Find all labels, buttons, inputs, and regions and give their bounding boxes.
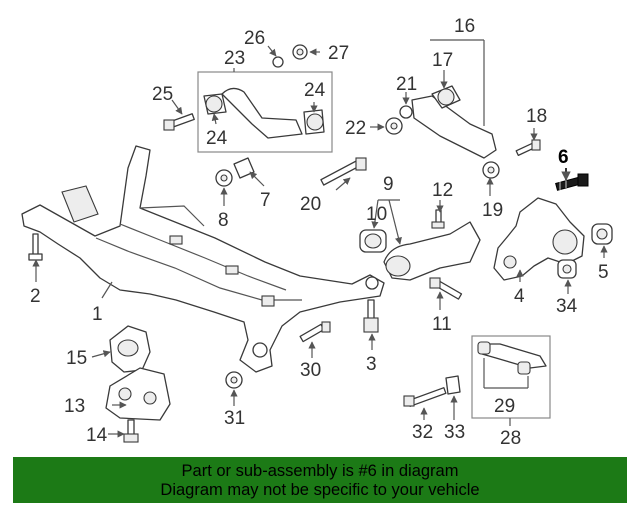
bolt-2	[28, 233, 43, 261]
callout-31: 31	[224, 408, 245, 429]
callout-11: 11	[432, 314, 452, 335]
bushing-10	[359, 229, 387, 253]
knuckle-4	[493, 197, 585, 281]
callout-2: 2	[30, 286, 41, 307]
bolt-25	[163, 113, 195, 131]
callout-9: 9	[383, 174, 394, 195]
callout-22: 22	[345, 118, 366, 139]
bushing-34	[557, 259, 577, 279]
bolt-11	[429, 277, 463, 300]
banner-line-2: Diagram may not be specific to your vehi…	[160, 481, 480, 499]
nut-19	[482, 161, 500, 179]
washer-26	[272, 56, 284, 68]
callout-33: 33	[444, 422, 465, 443]
callout-21: 21	[396, 74, 417, 95]
bracket-7	[233, 157, 255, 179]
nut-8	[215, 169, 233, 187]
bushing-5	[591, 223, 613, 245]
callout-15: 15	[66, 348, 87, 369]
callout-34: 34	[556, 296, 578, 317]
callout-19: 19	[482, 200, 503, 221]
nut-27	[292, 44, 308, 60]
callout-8: 8	[218, 210, 229, 231]
callout-3: 3	[366, 354, 377, 375]
callout-26: 26	[244, 28, 265, 49]
callout-12: 12	[432, 180, 453, 201]
bolt-6-highlighted[interactable]	[555, 173, 589, 191]
callout-16: 16	[454, 16, 475, 37]
callout-14: 14	[86, 425, 108, 446]
callout-27: 27	[328, 43, 349, 64]
callout-24-right: 24	[304, 80, 326, 101]
bolt-18	[515, 139, 541, 157]
callout-28: 28	[500, 428, 521, 449]
plate-33	[445, 375, 461, 395]
bolt-3	[363, 299, 379, 333]
lower-arm-16	[411, 85, 497, 159]
callout-1: 1	[92, 304, 103, 325]
nut-31	[225, 371, 243, 389]
callout-labels: 1 2 3 4 5 6 7 8 9 10 11 12 13 14 15 16 1…	[30, 16, 609, 449]
callout-24-left: 24	[206, 128, 228, 149]
info-banner: Part or sub-assembly is #6 in diagram Di…	[13, 457, 627, 503]
mount-15	[109, 325, 151, 373]
callout-17: 17	[432, 50, 453, 71]
callout-6[interactable]: 6	[558, 147, 569, 168]
box-28	[471, 335, 551, 419]
callout-4: 4	[514, 286, 525, 307]
callout-18: 18	[526, 106, 547, 127]
box-23	[197, 71, 333, 153]
callout-5: 5	[598, 262, 609, 283]
callout-20: 20	[300, 194, 321, 215]
bolt-32	[403, 387, 447, 407]
subframe	[21, 145, 385, 373]
bolt-20	[320, 157, 367, 186]
banner-line-1: Part or sub-assembly is #6 in diagram	[181, 462, 459, 480]
callout-32: 32	[412, 422, 433, 443]
bracket-13	[105, 367, 171, 421]
callout-25: 25	[152, 84, 173, 105]
washer-21	[399, 105, 413, 119]
callout-23: 23	[224, 48, 245, 69]
callout-30: 30	[300, 360, 321, 381]
trailing-arm-9	[383, 221, 481, 281]
callout-10: 10	[366, 204, 387, 225]
nut-22	[385, 117, 403, 135]
bolt-30	[299, 321, 331, 343]
leader-lines	[32, 39, 608, 438]
callout-7: 7	[260, 190, 271, 211]
callout-13: 13	[64, 396, 85, 417]
callout-29: 29	[494, 396, 515, 417]
bolt-14	[123, 419, 139, 443]
bolt-12	[431, 209, 445, 229]
